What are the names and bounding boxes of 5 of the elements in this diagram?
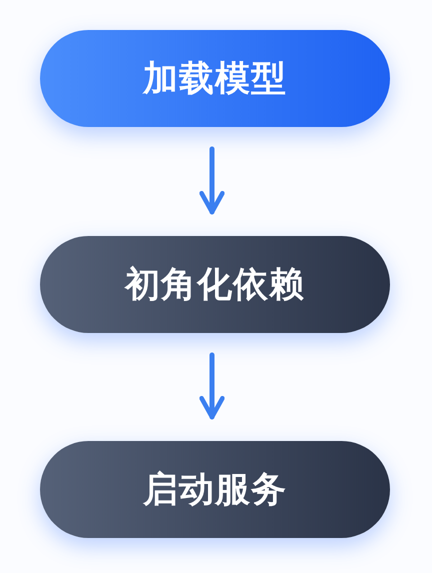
arrow (199, 352, 225, 420)
step-label: 初角化依赖 (125, 264, 305, 307)
step-label: 启动服务 (143, 469, 287, 512)
step-label: 加载模型 (143, 58, 287, 101)
arrow (199, 146, 225, 214)
